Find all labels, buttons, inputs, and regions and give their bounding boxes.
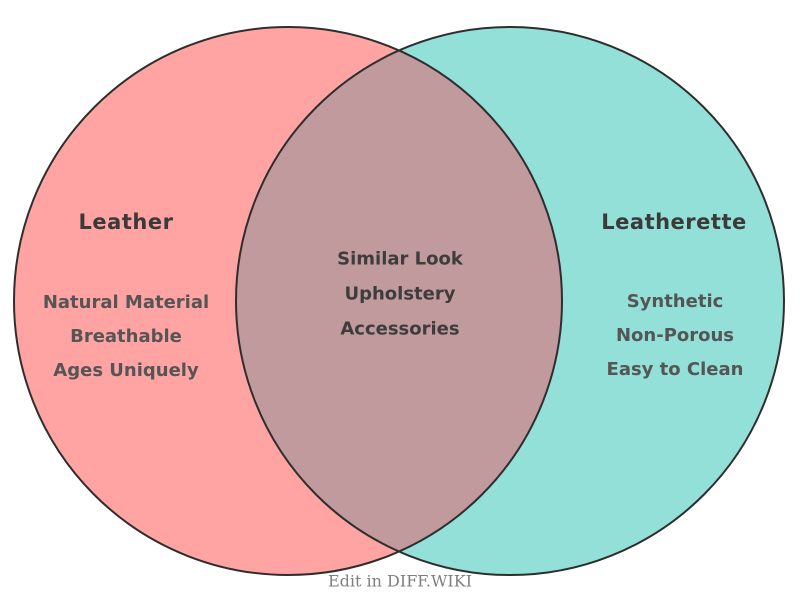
left-set-title: Leather: [78, 210, 174, 234]
overlap-lens: [236, 50, 562, 552]
left-item: Ages Uniquely: [53, 360, 199, 381]
overlap-item: Upholstery: [344, 283, 456, 305]
overlap-item: Similar Look: [337, 248, 463, 270]
left-item: Natural Material: [42, 292, 210, 313]
overlap-item: Accessories: [340, 318, 460, 340]
right-items-list: Synthetic Non-Porous Easy to Clean: [607, 285, 744, 387]
overlap-items-list: Similar Look Upholstery Accessories: [337, 242, 463, 347]
edit-in-diffwiki-link[interactable]: Edit in DIFF.WIKI: [327, 571, 473, 591]
left-item: Breathable: [70, 326, 182, 347]
left-items-list: Natural Material Breathable Ages Uniquel…: [43, 286, 209, 388]
right-item: Synthetic: [626, 291, 724, 312]
right-item: Easy to Clean: [606, 359, 744, 380]
left-circle-outline: [13, 26, 563, 576]
right-circle-outline: [235, 26, 785, 576]
right-set-title: Leatherette: [601, 210, 747, 234]
right-item: Non-Porous: [615, 325, 735, 346]
